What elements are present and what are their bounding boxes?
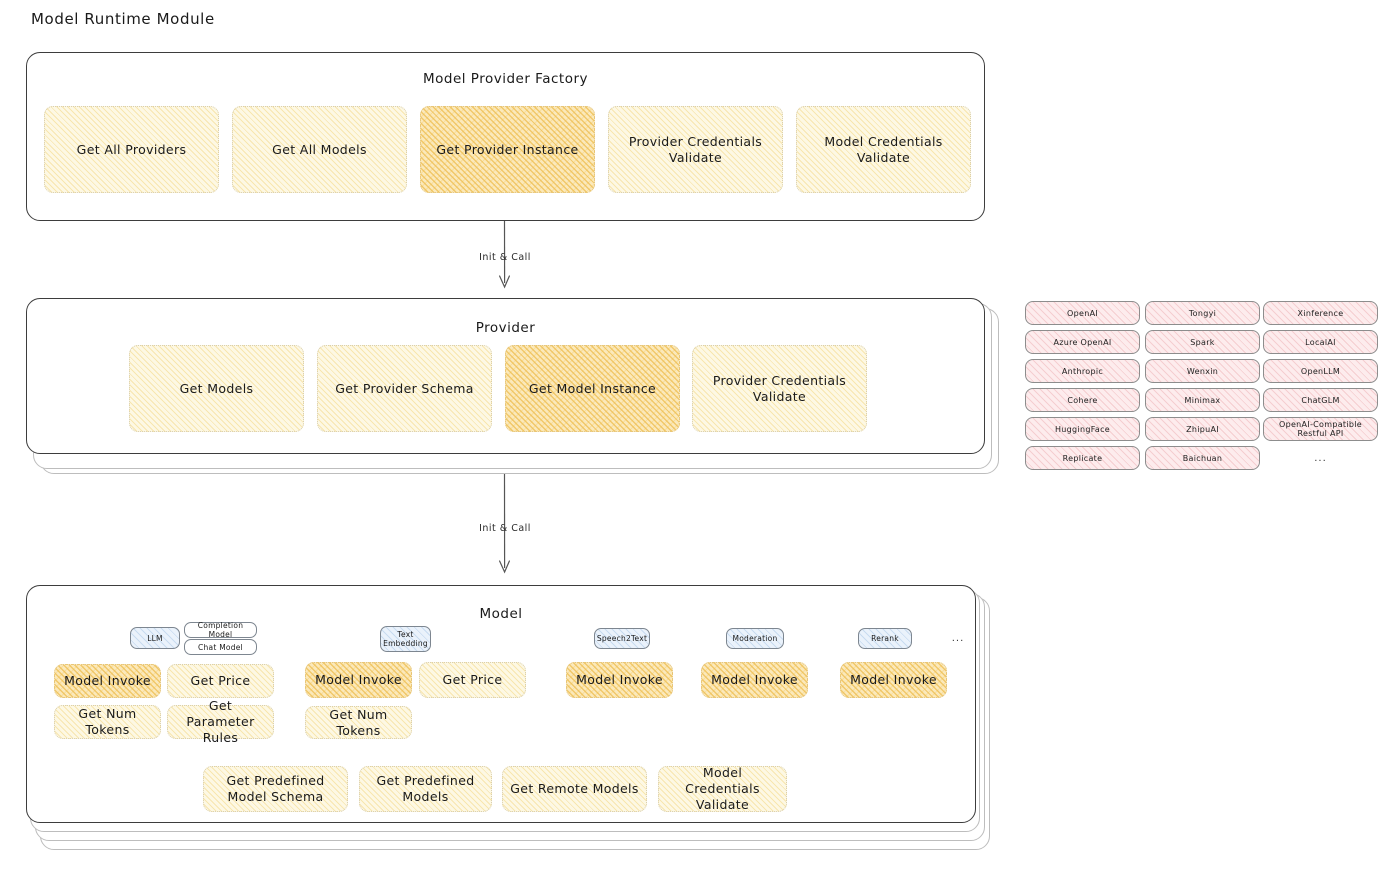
provider-chip-zhipuai[interactable]: ZhipuAI xyxy=(1145,417,1260,441)
page-title: Model Runtime Module xyxy=(31,10,215,28)
provider-list-ellipsis: ... xyxy=(1314,452,1327,464)
model-box-speech2text-model-invoke[interactable]: Model Invoke xyxy=(566,662,673,698)
model-box-text-embedding-model-invoke[interactable]: Model Invoke xyxy=(305,662,412,698)
provider-chip-cohere[interactable]: Cohere xyxy=(1025,388,1140,412)
provider-chip-minimax[interactable]: Minimax xyxy=(1145,388,1260,412)
provider-box-provider-credentials-validate[interactable]: Provider Credentials Validate xyxy=(692,345,867,432)
model-subtype-completion-model[interactable]: Completion Model xyxy=(184,621,257,639)
model-box-rerank-model-invoke[interactable]: Model Invoke xyxy=(840,662,947,698)
provider-box-get-models[interactable]: Get Models xyxy=(129,345,304,432)
arrow-factory-to-provider-label: Init & Call xyxy=(479,252,531,263)
arrow-provider-to-model xyxy=(499,473,510,574)
model-panel: Model xyxy=(26,585,976,823)
provider-box-get-model-instance[interactable]: Get Model Instance xyxy=(505,345,680,432)
factory-panel-title: Model Provider Factory xyxy=(422,71,588,87)
model-type-badge-text-embedding[interactable]: Text Embedding xyxy=(380,626,431,652)
model-box-get-predefined-models[interactable]: Get Predefined Models xyxy=(359,766,492,812)
model-type-badge-rerank[interactable]: Rerank xyxy=(858,628,912,649)
model-subtype-chat-model[interactable]: Chat Model xyxy=(184,639,257,655)
model-panel-title: Model xyxy=(479,606,523,622)
model-box-text-embedding-get-price[interactable]: Get Price xyxy=(419,662,526,698)
model-box-llm-get-price[interactable]: Get Price xyxy=(167,664,274,698)
model-box-text-embedding-get-num-tokens[interactable]: Get Num Tokens xyxy=(305,706,412,739)
model-box-llm-model-invoke[interactable]: Model Invoke xyxy=(54,664,161,698)
model-box-llm-get-parameter-rules[interactable]: Get Parameter Rules xyxy=(167,698,274,745)
model-box-get-remote-models[interactable]: Get Remote Models xyxy=(502,766,647,812)
provider-chip-huggingface[interactable]: HuggingFace xyxy=(1025,417,1140,441)
model-box-model-credentials-validate[interactable]: Model Credentials Validate xyxy=(658,765,787,812)
provider-chip-baichuan[interactable]: Baichuan xyxy=(1145,446,1260,470)
provider-chip-chatglm[interactable]: ChatGLM xyxy=(1263,388,1378,412)
factory-box-get-provider-instance[interactable]: Get Provider Instance xyxy=(420,106,595,193)
provider-chip-replicate[interactable]: Replicate xyxy=(1025,446,1140,470)
provider-chip-openai-compatible-restful-api[interactable]: OpenAI-Compatible Restful API xyxy=(1263,417,1378,441)
provider-box-get-provider-schema[interactable]: Get Provider Schema xyxy=(317,345,492,432)
model-type-badge-speech2text[interactable]: Speech2Text xyxy=(594,628,650,649)
provider-panel-title: Provider xyxy=(475,320,536,336)
provider-chip-azure-openai[interactable]: Azure OpenAI xyxy=(1025,330,1140,354)
model-types-ellipsis: ... xyxy=(951,633,965,644)
model-box-moderation-model-invoke[interactable]: Model Invoke xyxy=(701,662,808,698)
factory-box-model-credentials-validate[interactable]: Model Credentials Validate xyxy=(796,106,971,193)
provider-chip-tongyi[interactable]: Tongyi xyxy=(1145,301,1260,325)
model-type-badge-llm[interactable]: LLM xyxy=(130,627,180,649)
model-box-get-predefined-model-schema[interactable]: Get Predefined Model Schema xyxy=(203,766,348,812)
provider-chip-spark[interactable]: Spark xyxy=(1145,330,1260,354)
provider-chip-openai[interactable]: OpenAI xyxy=(1025,301,1140,325)
factory-box-get-all-providers[interactable]: Get All Providers xyxy=(44,106,219,193)
provider-chip-localai[interactable]: LocalAI xyxy=(1263,330,1378,354)
provider-chip-anthropic[interactable]: Anthropic xyxy=(1025,359,1140,383)
factory-box-get-all-models[interactable]: Get All Models xyxy=(232,106,407,193)
factory-box-provider-credentials-validate[interactable]: Provider Credentials Validate xyxy=(608,106,783,193)
model-type-badge-moderation[interactable]: Moderation xyxy=(726,628,784,649)
provider-chip-openllm[interactable]: OpenLLM xyxy=(1263,359,1378,383)
model-box-llm-get-num-tokens[interactable]: Get Num Tokens xyxy=(54,705,161,739)
provider-chip-wenxin[interactable]: Wenxin xyxy=(1145,359,1260,383)
provider-chip-xinference[interactable]: Xinference xyxy=(1263,301,1378,325)
arrow-provider-to-model-label: Init & Call xyxy=(479,523,531,534)
arrow-factory-to-provider xyxy=(499,220,510,289)
